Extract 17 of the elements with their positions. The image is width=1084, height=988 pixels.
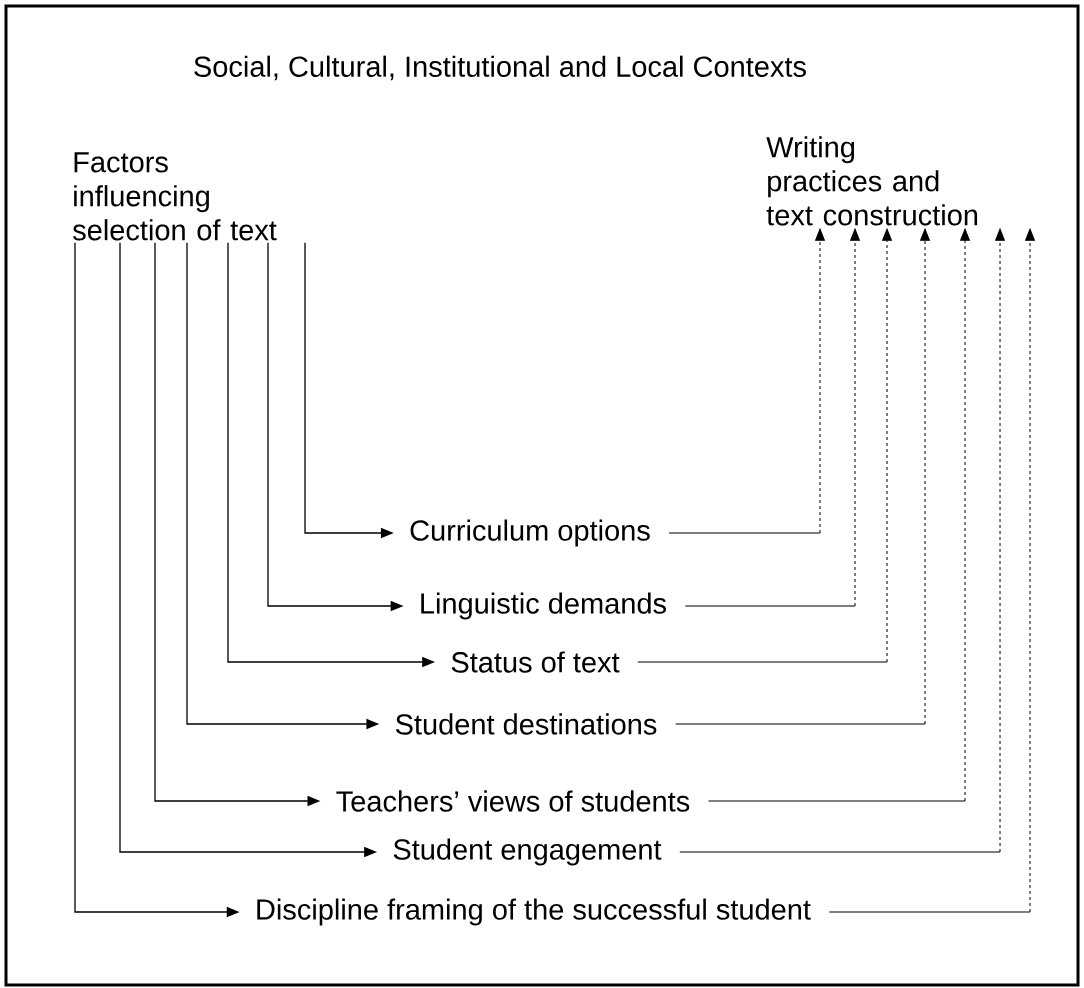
arrow xyxy=(637,228,892,663)
factor-label: Linguistic demands xyxy=(421,592,666,620)
factor-label: Teachers’ views of students xyxy=(336,790,690,812)
arrow xyxy=(668,228,825,534)
title: Social, Cultural, Institutional and Local Contexts xyxy=(194,55,806,81)
factor-label: Student engagement xyxy=(393,838,662,866)
factor-label: Discipline framing of the successful student xyxy=(257,898,811,926)
arrow xyxy=(679,228,1005,853)
text-label: Writing practices and text construction xyxy=(766,136,978,226)
text-label: Factors influencing selection of text xyxy=(73,152,277,241)
factor-label: Student destinations xyxy=(395,713,657,735)
arrow xyxy=(684,228,860,607)
arrow xyxy=(828,228,1035,913)
factor-label: Curriculum options xyxy=(410,519,650,547)
arrow xyxy=(675,228,930,725)
arrow xyxy=(708,228,970,802)
factor-label: Status of text xyxy=(451,651,620,673)
